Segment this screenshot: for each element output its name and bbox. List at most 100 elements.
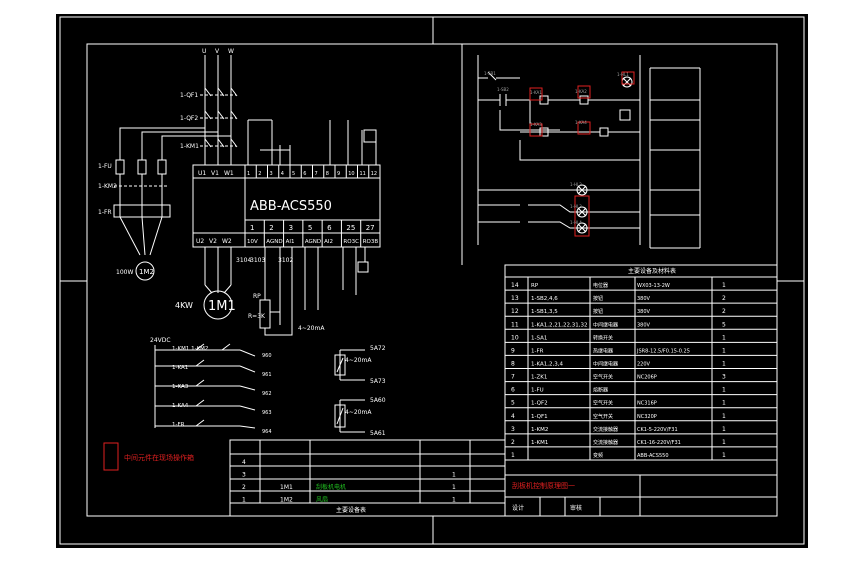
device-row-no: 4 bbox=[242, 459, 246, 466]
drive-output-terminal: U2 bbox=[196, 238, 204, 245]
drive-bottom-terminal: AI1 bbox=[286, 239, 295, 245]
bom-row-no: 6 bbox=[511, 387, 515, 394]
device-row-no: 2 bbox=[242, 484, 246, 491]
bom-title: 主要设备及材料表 bbox=[628, 267, 676, 275]
bom-row-name: 熔断器 bbox=[593, 387, 608, 394]
fan-motor-label: 1M2 bbox=[139, 268, 154, 276]
bom-row-no: 5 bbox=[511, 400, 515, 407]
drive-top-terminal: 8 bbox=[326, 171, 329, 177]
bom-row-qty: 1 bbox=[722, 282, 726, 289]
bom-row-name: 按钮 bbox=[593, 308, 603, 315]
bom-footer-check: 审核 bbox=[570, 504, 582, 512]
bom-row-spec: NC316P bbox=[637, 401, 657, 407]
bom-row-spec: JSR8-12.5/F0.15-0.25 bbox=[636, 348, 690, 354]
device-row-qty: 1 bbox=[452, 484, 456, 491]
bom-row-spec: 220V bbox=[637, 362, 651, 368]
legend-text: 中间元件在现场操作箱 bbox=[124, 453, 194, 462]
bom-footer-title: 刮板机控制原理图一 bbox=[512, 481, 575, 490]
io-contact-label: 1-KA3 bbox=[172, 384, 189, 390]
bom-row-code: 1-KA1,2,21,22,31,32 bbox=[531, 322, 588, 328]
bom-row-name: 变频 bbox=[593, 452, 603, 459]
relay-label: 1-FR bbox=[98, 209, 112, 216]
io-contact-label: 1-KA4 bbox=[172, 403, 189, 409]
drive-bottom-number: 2 bbox=[269, 224, 273, 232]
drive-top-terminal: 2 bbox=[258, 171, 261, 177]
bom-row-spec: WX03-13-2W bbox=[637, 283, 670, 289]
fan-power-label: 100W bbox=[116, 269, 133, 276]
rp-value-label: R=3K bbox=[248, 313, 266, 320]
bom-row-qty: 1 bbox=[722, 361, 726, 368]
control-ladder bbox=[477, 55, 701, 249]
ladder-label: 1-HL1 bbox=[617, 72, 629, 77]
bom-row-name: 交流接触器 bbox=[593, 439, 618, 446]
bom-footer-design: 设计 bbox=[512, 504, 524, 512]
device-row-name: 风扇 bbox=[316, 496, 328, 504]
io-contact-label: 1-FR bbox=[172, 422, 185, 428]
device-row-code: 1M2 bbox=[280, 497, 293, 504]
bom-row-code: 1-QF2 bbox=[531, 401, 548, 407]
bom-row-no: 11 bbox=[511, 321, 519, 328]
supply-label: 24VDC bbox=[150, 337, 171, 344]
bom-row-qty: 2 bbox=[722, 295, 726, 302]
bom-row-no: 9 bbox=[511, 347, 515, 354]
drive-top-terminal: 11 bbox=[360, 171, 366, 177]
bom-row-code: 1-SB1,3,5 bbox=[531, 309, 558, 315]
drive-output-terminal: V2 bbox=[209, 238, 217, 245]
drive-output-terminal: W2 bbox=[222, 238, 232, 245]
bom-row-code: 1-QF1 bbox=[531, 414, 548, 420]
drive-bottom-terminal: AI2 bbox=[324, 239, 333, 245]
bom-row-code: 1-KM2 bbox=[531, 427, 548, 433]
bom-row-spec: NC206P bbox=[637, 375, 657, 381]
bom-row-no: 13 bbox=[511, 295, 519, 302]
io-contact-label: 1-KA1 bbox=[172, 365, 188, 371]
drive-top-terminal: 1 bbox=[247, 171, 250, 177]
bom-row-code: 1-FR bbox=[531, 348, 544, 354]
bom-row-name: 电位器 bbox=[593, 282, 608, 289]
drive-title: ABB-ACS550 bbox=[250, 199, 332, 214]
bom-row-no: 14 bbox=[511, 282, 519, 289]
analog-out-label: 4~20mA bbox=[345, 409, 372, 416]
io-code: 964 bbox=[262, 429, 272, 435]
bom-row-qty: 1 bbox=[722, 400, 726, 407]
ladder-label: 1-KA4 bbox=[575, 120, 587, 125]
drive-top-terminal: 6 bbox=[303, 171, 306, 177]
bom-row-code: RP bbox=[531, 283, 539, 289]
sheet-background bbox=[56, 14, 808, 548]
drive-input-terminal: U1 bbox=[198, 170, 206, 177]
bom-row-spec: 380V bbox=[637, 296, 651, 302]
device-row-name: 刮板机电机 bbox=[316, 483, 346, 491]
device-row-no: 1 bbox=[242, 497, 246, 504]
bom-row-qty: 1 bbox=[722, 334, 726, 341]
io-contact-label: 1-KM1 1-KM2 bbox=[172, 346, 208, 352]
drive-bottom-terminal: 10V bbox=[247, 239, 258, 245]
main-power-label: 4KW bbox=[175, 301, 193, 310]
bom-row-spec: 380V bbox=[637, 309, 651, 315]
drive-bottom-terminal: RO3C bbox=[343, 239, 359, 245]
drive-bottom-number: 6 bbox=[327, 224, 332, 232]
bom-row-name: 空气开关 bbox=[593, 400, 613, 407]
drive-bottom-number: 3 bbox=[289, 224, 293, 232]
drive-bottom-terminal: AGND bbox=[266, 239, 282, 245]
bom-row-name: 中间继电器 bbox=[593, 361, 618, 368]
bom-row-name: 交流接触器 bbox=[593, 426, 618, 433]
drive-top-terminal: 4 bbox=[281, 171, 284, 177]
drive-terminal-grid bbox=[244, 165, 380, 247]
device-table-title: 主要设备表 bbox=[336, 506, 366, 514]
ladder-label: 1-SB1 bbox=[484, 71, 496, 76]
wire-3102: 3102 bbox=[278, 257, 293, 264]
bom-row-qty: 3 bbox=[722, 374, 726, 381]
contactor-label: 1-KM1 bbox=[180, 143, 199, 150]
bom-row-spec: CK1-5-220V/F31 bbox=[637, 427, 678, 433]
bom-row-name: 热继电器 bbox=[593, 347, 613, 354]
aux-contactor-label: 1-KM2 bbox=[98, 183, 117, 190]
drive-top-terminal: 12 bbox=[371, 171, 377, 177]
bom-row-no: 10 bbox=[511, 334, 519, 341]
bom-row-no: 3 bbox=[511, 426, 515, 433]
io-code: 962 bbox=[262, 391, 272, 397]
ladder-label: 1-HL3 bbox=[570, 204, 582, 209]
ladder-label: 1-HL4 bbox=[570, 220, 582, 225]
bom-row-code: 1-KA1,2,3,4 bbox=[531, 362, 563, 368]
bom-row-qty: 1 bbox=[722, 413, 726, 420]
